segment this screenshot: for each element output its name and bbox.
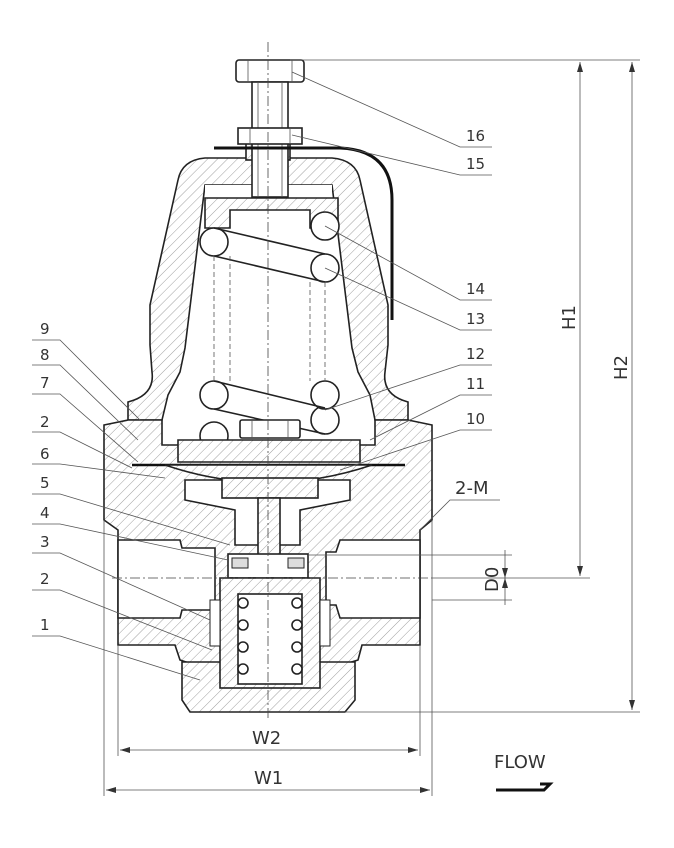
callout-1: 1 xyxy=(40,616,50,634)
callout-7: 7 xyxy=(40,374,50,392)
dimension-h1: H1 xyxy=(559,305,580,330)
flow-indicator: FLOW xyxy=(494,752,554,792)
callout-2-lower: 2 xyxy=(40,570,50,588)
callout-5: 5 xyxy=(40,474,50,492)
callout-3: 3 xyxy=(40,533,50,551)
dimension-w2: W2 xyxy=(252,728,281,749)
dimension-h2: H2 xyxy=(611,355,632,380)
callout-2-upper: 2 xyxy=(40,413,50,431)
callout-4: 4 xyxy=(40,504,50,522)
diaphragm-assembly xyxy=(132,419,405,499)
leader-lines-left xyxy=(32,339,231,681)
callout-10: 10 xyxy=(466,410,485,428)
adjusting-screw xyxy=(235,59,305,198)
callout-14: 14 xyxy=(466,280,485,298)
callout-13: 13 xyxy=(466,310,485,328)
callout-16: 16 xyxy=(466,127,485,145)
callout-8: 8 xyxy=(40,346,50,364)
main-spring xyxy=(199,211,340,451)
lower-plug xyxy=(209,577,331,689)
flow-arrow-icon xyxy=(496,782,554,792)
callouts-left: 9 8 7 2 6 5 4 3 2 1 xyxy=(40,320,50,634)
dimension-d0: D0 xyxy=(482,567,503,592)
callout-15: 15 xyxy=(466,155,485,173)
callout-9: 9 xyxy=(40,320,50,338)
leader-lines-right xyxy=(291,71,500,531)
flow-label: FLOW xyxy=(494,752,546,773)
cover-wire xyxy=(214,146,394,320)
callouts-right: 16 15 14 13 12 11 10 xyxy=(466,127,485,428)
callout-12: 12 xyxy=(466,345,485,363)
callout-11: 11 xyxy=(466,375,485,393)
dimension-lines xyxy=(103,59,640,796)
thread-spec-label: 2-M xyxy=(455,478,488,499)
callout-6: 6 xyxy=(40,445,50,463)
dimension-w1: W1 xyxy=(254,768,283,789)
